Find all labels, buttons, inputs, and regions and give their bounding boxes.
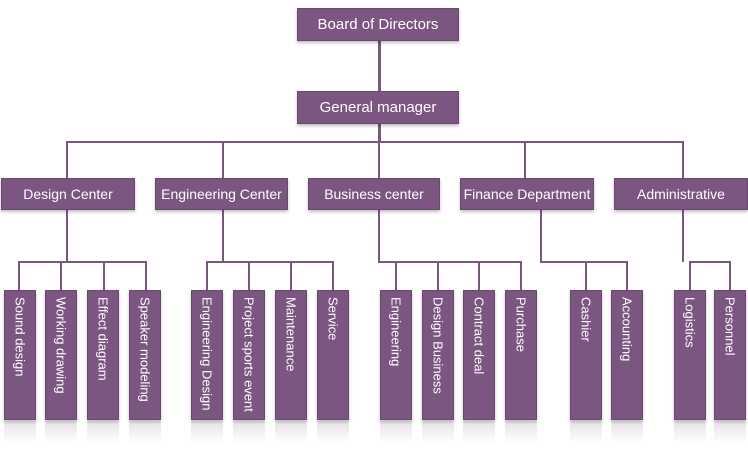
reflection	[714, 421, 746, 443]
connector-bus-u3	[478, 261, 480, 290]
connector-dept-2	[222, 141, 224, 178]
reflection	[45, 421, 77, 443]
connector-eng-u2	[248, 261, 250, 290]
unit-engineering-design: Engineering Design	[191, 290, 223, 420]
unit-project-sports-event: Project sports event	[233, 290, 265, 420]
connector-bus-bus	[395, 261, 522, 263]
unit-label: Effect diagram	[95, 297, 111, 381]
unit-label: Design Business	[430, 297, 446, 394]
dept-design-center: Design Center	[1, 178, 135, 210]
unit-speaker-modeling: Speaker modeling	[129, 290, 161, 420]
unit-service: Service	[317, 290, 349, 420]
connector-design-u3	[103, 261, 105, 290]
unit-label: Speaker modeling	[137, 297, 153, 402]
connector-eng-u3	[290, 261, 292, 290]
reflection	[463, 421, 495, 443]
connector-eng-bus	[206, 261, 334, 263]
reflection	[422, 421, 454, 443]
connector-eng-down	[222, 210, 224, 261]
connector-admin-u1	[689, 261, 691, 290]
reflection	[87, 421, 119, 443]
connector-design-down	[66, 210, 68, 261]
connector-admin-down	[682, 210, 684, 262]
dept-business-center: Business center	[308, 178, 440, 210]
connector-dept-4	[524, 141, 526, 178]
connector-bus-u1	[395, 261, 397, 290]
connector-bus-down	[378, 210, 380, 261]
unit-personnel: Personnel	[714, 290, 746, 420]
unit-working-drawing: Working drawing	[45, 290, 77, 420]
connector-admin-bus	[689, 261, 731, 263]
unit-sound-design: Sound design	[4, 290, 36, 420]
connector-design-u4	[145, 261, 147, 290]
unit-label: Working drawing	[53, 297, 69, 394]
connector-bus-join	[378, 261, 396, 263]
connector-dept-bus	[66, 141, 683, 143]
unit-logistics: Logistics	[674, 290, 706, 420]
unit-accounting: Accounting	[611, 290, 643, 420]
connector-admin-u2	[729, 261, 731, 290]
reflection	[570, 421, 602, 443]
unit-label: Cashier	[578, 297, 594, 342]
unit-label: Logistics	[682, 297, 698, 348]
unit-label: Sound design	[12, 297, 28, 377]
unit-label: Engineering	[388, 297, 404, 367]
connector-design-u1	[18, 261, 20, 290]
general-manager-box: General manager	[297, 91, 459, 124]
unit-label: Engineering Design	[199, 297, 215, 411]
unit-label: Project sports event	[241, 297, 257, 412]
reflection	[380, 421, 412, 443]
reflection	[191, 421, 223, 443]
dept-administrative: Administrative	[614, 178, 748, 210]
connector-dept-3	[378, 141, 380, 178]
connector-dept-1	[66, 141, 68, 178]
connector-eng-u1	[206, 261, 208, 290]
reflection	[4, 421, 36, 443]
unit-label: Service	[325, 297, 341, 341]
unit-label: Purchase	[513, 297, 529, 352]
unit-label: Maintenance	[283, 297, 299, 372]
unit-design-business: Design Business	[422, 290, 454, 420]
connector-board-gm	[378, 40, 381, 92]
connector-eng-u4	[332, 261, 334, 290]
unit-label: Accounting	[619, 297, 635, 362]
reflection	[674, 421, 706, 443]
connector-gm-down	[378, 124, 381, 142]
reflection	[275, 421, 307, 443]
board-of-directors-box: Board of Directors	[297, 8, 459, 41]
reflection	[233, 421, 265, 443]
unit-label: Contract deal	[471, 297, 487, 375]
reflection	[317, 421, 349, 443]
connector-fin-bus	[540, 261, 628, 263]
reflection	[129, 421, 161, 443]
unit-cashier: Cashier	[570, 290, 602, 420]
unit-label: Personnel	[722, 297, 738, 356]
connector-fin-u2	[626, 261, 628, 290]
dept-engineering-center: Engineering Center	[155, 178, 288, 210]
reflection	[505, 421, 537, 443]
unit-contract-deal: Contract deal	[463, 290, 495, 420]
unit-effect-diagram: Effect diagram	[87, 290, 119, 420]
connector-fin-u1	[585, 261, 587, 290]
connector-design-bus	[18, 261, 147, 263]
dept-finance-department: Finance Department	[460, 178, 594, 210]
unit-purchase: Purchase	[505, 290, 537, 420]
connector-dept-5	[682, 141, 684, 178]
connector-bus-u4	[520, 261, 522, 290]
connector-bus-u2	[437, 261, 439, 290]
connector-design-u2	[60, 261, 62, 290]
unit-maintenance: Maintenance	[275, 290, 307, 420]
unit-engineering: Engineering	[380, 290, 412, 420]
connector-fin-down	[540, 210, 542, 262]
reflection	[611, 421, 643, 443]
